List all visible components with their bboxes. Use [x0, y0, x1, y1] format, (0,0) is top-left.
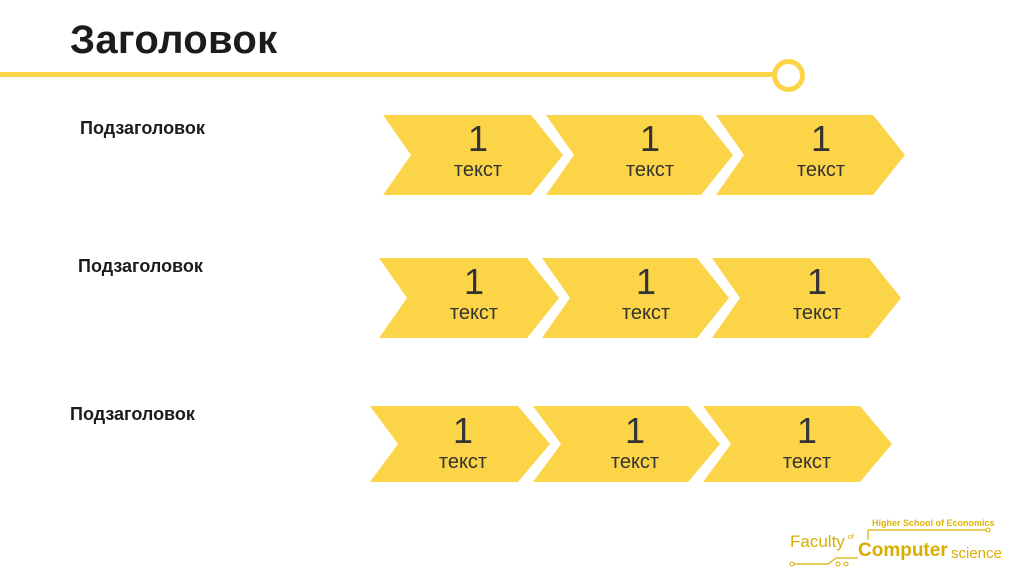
- title-underline: [0, 72, 773, 77]
- step-1-3: 1 текст: [761, 120, 881, 182]
- logo-science: science: [951, 545, 1002, 562]
- subtitle-row-2: Подзаголовок: [78, 256, 203, 276]
- step-text: текст: [449, 302, 499, 324]
- chevron-1-1: [383, 115, 563, 195]
- step-text: текст: [796, 159, 846, 181]
- step-number: 1: [806, 261, 828, 302]
- logo-computer: Computer: [858, 540, 948, 561]
- step-number: 1: [452, 410, 474, 451]
- step-number: 1: [796, 410, 818, 451]
- chevron-2-3: [712, 258, 901, 338]
- faculty-logo: Higher School of Economics Faculty of Co…: [788, 518, 1008, 570]
- chevron-row-2: 1 текст 1 текст 1 текст: [379, 258, 909, 338]
- step-number: 1: [635, 261, 657, 302]
- step-1-2: 1 текст: [590, 120, 710, 182]
- step-number: 1: [639, 118, 661, 159]
- chevron-1-3: [716, 115, 905, 195]
- step-text: текст: [792, 302, 842, 324]
- step-number: 1: [467, 118, 489, 159]
- slide-title: Заголовок: [70, 18, 278, 62]
- step-1-1: 1 текст: [418, 120, 538, 182]
- chevron-row-1: 1 текст 1 текст 1 текст: [383, 115, 913, 195]
- logo-circuit-lines: [789, 527, 991, 567]
- chevron-shapes-row-1: [383, 115, 905, 195]
- logo-school-name: Higher School of Economics: [872, 518, 995, 528]
- step-3-1: 1 текст: [403, 412, 523, 474]
- step-text: текст: [782, 451, 832, 473]
- step-text: текст: [625, 159, 675, 181]
- chevron-1-2: [546, 115, 733, 195]
- logo-faculty: Faculty: [790, 532, 845, 551]
- step-2-3: 1 текст: [757, 263, 877, 325]
- step-3-3: 1 текст: [747, 412, 867, 474]
- step-text: текст: [610, 451, 660, 473]
- step-text: текст: [621, 302, 671, 324]
- chevron-shapes-row-3: [370, 406, 892, 482]
- step-text: текст: [453, 159, 503, 181]
- chevron-shapes-row-2: [379, 258, 901, 338]
- chevron-3-2: [533, 406, 720, 482]
- subtitle-row-1: Подзаголовок: [80, 118, 205, 138]
- step-number: 1: [624, 410, 646, 451]
- step-number: 1: [810, 118, 832, 159]
- chevron-2-2: [542, 258, 729, 338]
- logo-of: of: [848, 534, 854, 541]
- title-ring-ornament: [772, 59, 805, 92]
- step-2-1: 1 текст: [414, 263, 534, 325]
- chevron-row-3: 1 текст 1 текст 1 текст: [370, 406, 900, 486]
- step-text: текст: [438, 451, 488, 473]
- chevron-2-1: [379, 258, 559, 338]
- subtitle-row-3: Подзаголовок: [70, 404, 195, 424]
- step-3-2: 1 текст: [575, 412, 695, 474]
- chevron-3-3: [703, 406, 892, 482]
- chevron-3-1: [370, 406, 550, 482]
- step-2-2: 1 текст: [586, 263, 706, 325]
- step-number: 1: [463, 261, 485, 302]
